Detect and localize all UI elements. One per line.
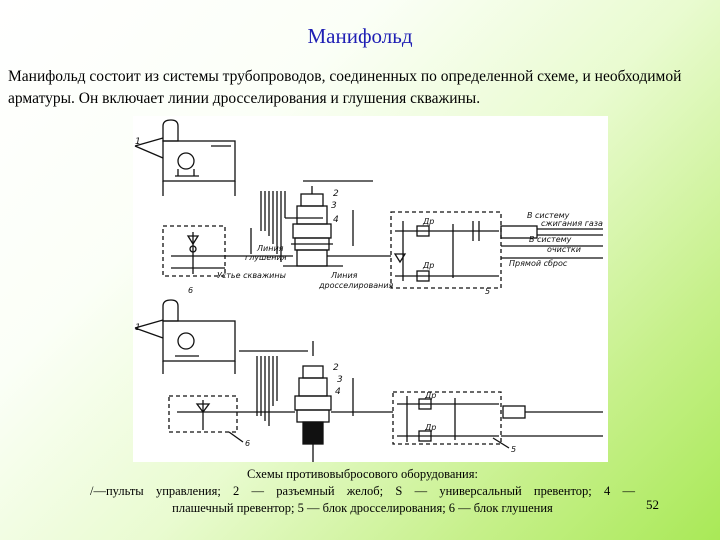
kill-line-label-1: Линия	[256, 244, 284, 253]
label-1-top: 1	[135, 137, 141, 147]
blowout-equipment-schematic: 2 3 4 1 6 Линия глушения Устье скважины …	[133, 116, 608, 462]
label-1-bottom: 1	[135, 323, 141, 333]
slide-title: Манифольд	[307, 24, 413, 48]
caption-line-3: плашечный превентор; 5 — блок дросселиро…	[172, 501, 553, 515]
figure-caption: Схемы противовыбросового оборудования: /…	[90, 466, 635, 517]
dr-label-lower: Др	[422, 261, 434, 270]
choke-line-label-2: дросселирования	[318, 281, 394, 290]
preventer-stack-top	[283, 186, 343, 267]
to-clean-label-1: В систему	[529, 235, 572, 244]
caption-line-2: /—пульты управления; 2 — разъемный желоб…	[90, 484, 635, 498]
label-5-bottom: 5	[511, 445, 516, 454]
preventer-stack-bottom	[294, 365, 332, 462]
label-2-bottom: 2	[333, 363, 339, 373]
kill-block-bottom	[168, 395, 295, 443]
outputs-bottom	[501, 405, 603, 437]
dr-label-bottom-upper: Др	[424, 391, 436, 400]
control-panel-bottom	[134, 299, 236, 374]
dr-label-upper: Др	[422, 217, 434, 226]
label-3-top: 3	[331, 201, 337, 211]
caption-line-1: Схемы противовыбросового оборудования:	[247, 467, 478, 481]
intro-paragraph: Манифольд состоит из системы трубопровод…	[8, 68, 682, 107]
kill-block-top	[162, 225, 293, 277]
outputs-top	[500, 225, 603, 259]
wellhead-label: Устье скважины	[217, 271, 286, 280]
hydraulic-lines-top	[250, 180, 373, 262]
to-clean-label-2: очистки	[547, 245, 581, 254]
control-panel-top	[134, 119, 236, 196]
label-3-bottom: 3	[337, 375, 343, 385]
direct-dump-label: Прямой сброс	[509, 259, 568, 268]
label-2-top: 2	[333, 189, 339, 199]
label-4-top: 4	[333, 215, 339, 225]
label-6-top: 6	[188, 286, 193, 295]
page-number: 52	[646, 497, 659, 512]
to-flare-label-2: сжигания газа	[541, 219, 603, 228]
choke-line-label-1: Линия	[330, 271, 358, 280]
hydraulic-lines-bottom	[239, 341, 354, 426]
label-4-bottom: 4	[335, 387, 341, 397]
choke-manifold-bottom	[392, 391, 510, 449]
choke-manifold-top	[390, 211, 502, 289]
label-5-top: 5	[485, 287, 490, 296]
to-flare-label-1: В систему	[527, 211, 570, 220]
kill-line-label-2: глушения	[245, 253, 287, 262]
dr-label-bottom-lower: Др	[424, 423, 436, 432]
label-6-bottom: 6	[245, 439, 250, 448]
